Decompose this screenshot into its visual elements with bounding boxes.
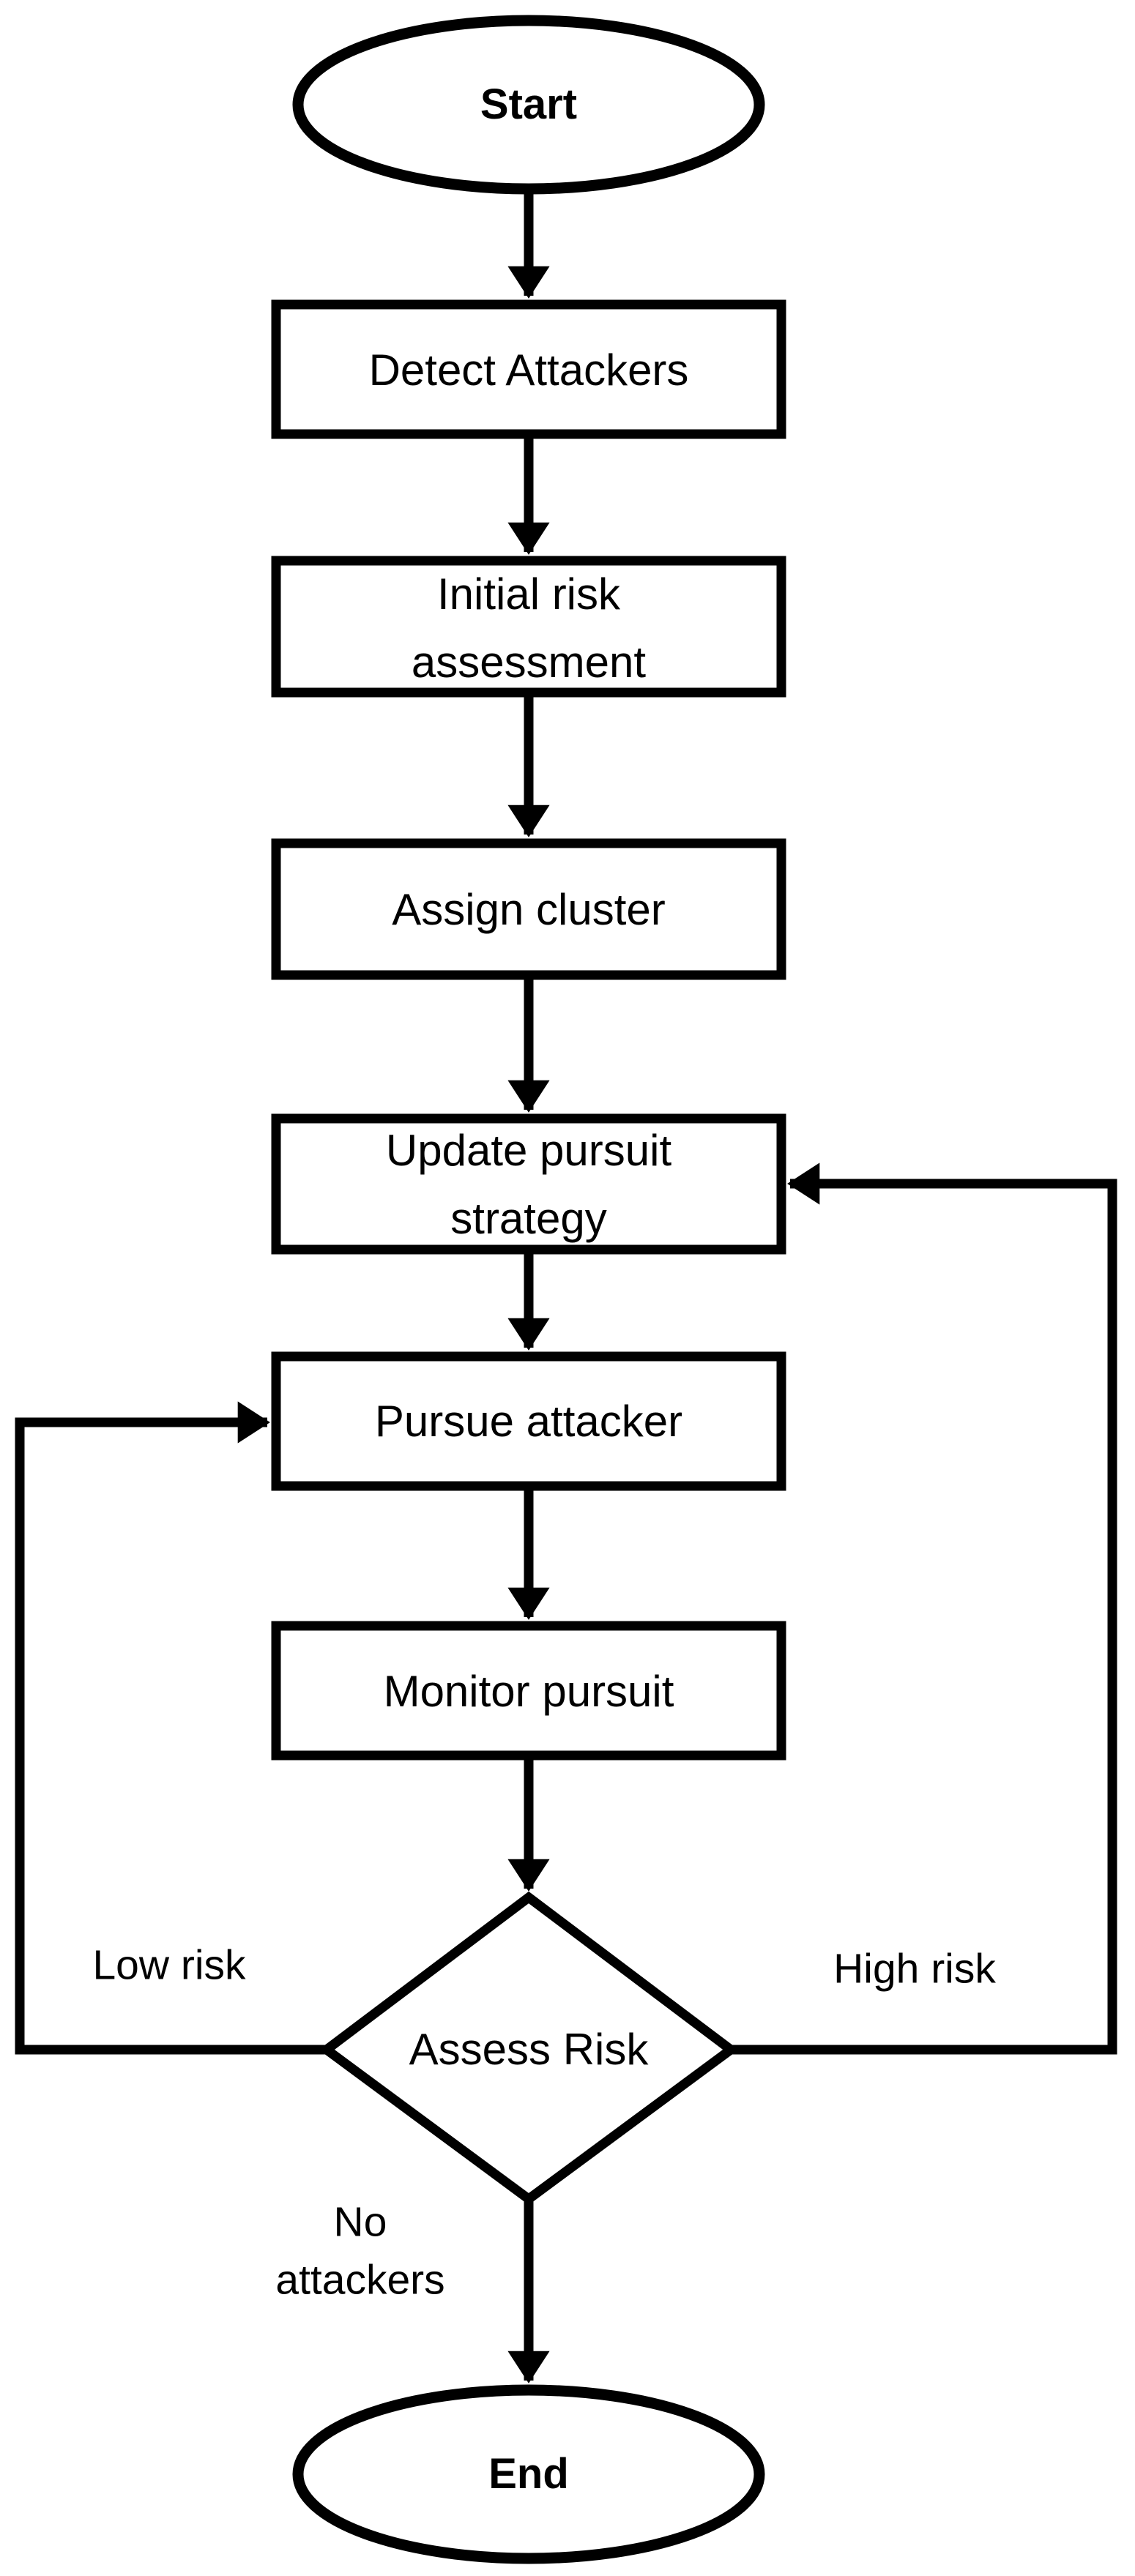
monitor-pursuit-label: Monitor pursuit [383, 1667, 674, 1716]
initial-risk-line2: assessment [411, 638, 647, 687]
initial-risk-assessment-box [271, 556, 786, 698]
no-attackers-line1: No [333, 2198, 387, 2246]
update-pursuit-strategy-label: Update pursuit strategy [386, 1116, 671, 1252]
monitor-pursuit-box [271, 1621, 786, 1761]
assign-cluster-label: Assign cluster [392, 885, 666, 934]
pursue-attacker-box [271, 1351, 786, 1491]
assign-cluster-box [271, 838, 786, 980]
low-risk-edge-label: Low risk [92, 1941, 246, 1989]
start-label: Start [480, 81, 578, 128]
end-terminator-shape [292, 2384, 765, 2564]
no-attackers-edge-label: No attackers [275, 2193, 444, 2308]
detect-attackers-label: Detect Attackers [368, 346, 689, 395]
no-attackers-line2: attackers [275, 2256, 445, 2303]
start-terminator-shape [292, 15, 765, 195]
assess-risk-label: Assess Risk [409, 2025, 649, 2074]
arrow-high-risk-loop [731, 1162, 1117, 2055]
update-pursuit-line1: Update pursuit [385, 1126, 672, 1175]
initial-risk-assessment-label: Initial risk assessment [412, 560, 646, 696]
update-pursuit-line2: strategy [450, 1194, 607, 1243]
end-label: End [488, 2450, 569, 2498]
pursue-attacker-label: Pursue attacker [374, 1397, 683, 1446]
arrow-low-risk-loop [15, 1401, 327, 2055]
initial-risk-line1: Initial risk [436, 570, 621, 619]
high-risk-edge-label: High risk [833, 1945, 996, 1993]
